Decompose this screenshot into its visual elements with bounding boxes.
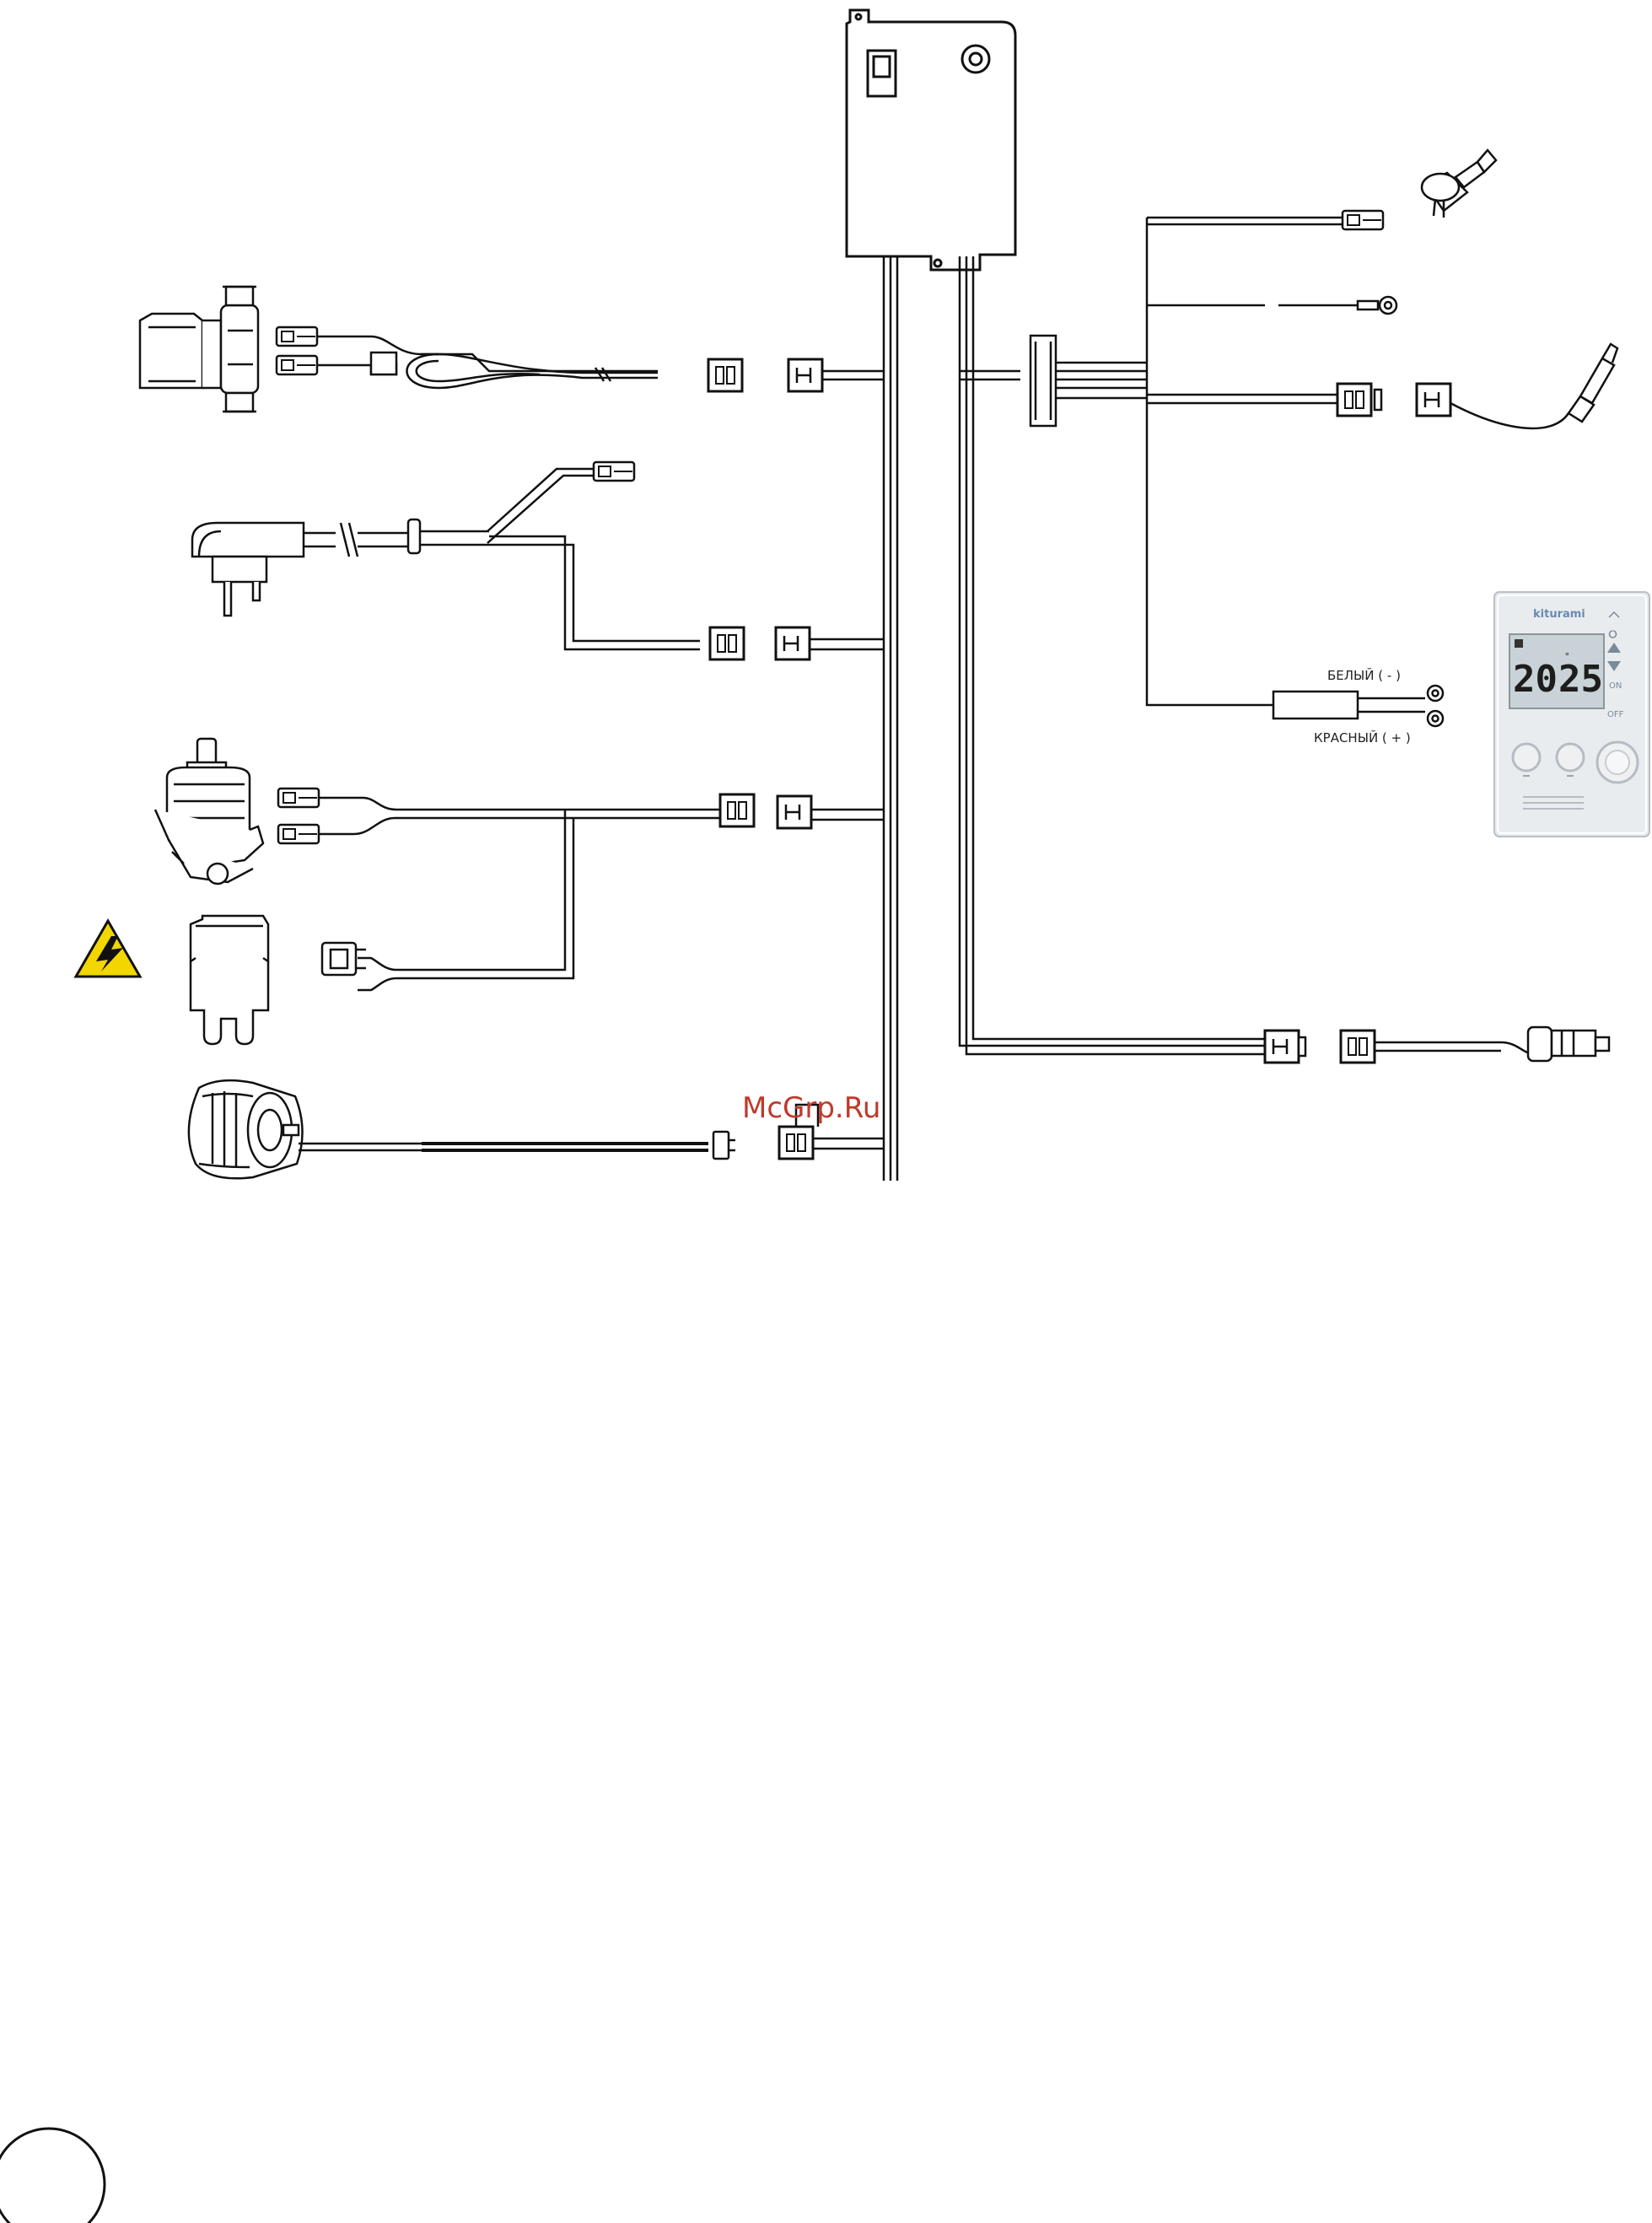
thermostat-button-2[interactable] xyxy=(1557,744,1584,771)
svg-text:°: ° xyxy=(1564,651,1570,662)
display-current-temp: 20 xyxy=(1513,658,1558,701)
flame-sensor xyxy=(1265,1027,1609,1063)
warning-triangle-icon xyxy=(76,921,140,977)
page-number-circle xyxy=(0,2129,105,2223)
red-wire-label: КРАСНЫЙ ( + ) xyxy=(1314,729,1411,745)
thermostat-button-1[interactable] xyxy=(1513,744,1540,771)
circulation-pump xyxy=(140,287,822,412)
ignition-transformer xyxy=(191,916,366,1044)
burner-motor xyxy=(189,1080,813,1178)
room-thermostat[interactable]: kiturami 20 25 ° ON OFF xyxy=(1494,592,1649,837)
harness-taps xyxy=(810,371,1020,1149)
watermark: McGrp.Ru xyxy=(742,1091,880,1125)
side-label-on: ON xyxy=(1609,681,1622,691)
control-box xyxy=(847,10,1015,270)
thermostat-cable xyxy=(1273,686,1443,726)
temperature-sensor xyxy=(1337,344,1617,428)
ring-terminal xyxy=(1358,297,1396,314)
thermostat-brand: kiturami xyxy=(1533,608,1585,621)
white-wire-label: БЕЛЫЙ ( - ) xyxy=(1327,667,1401,683)
display-set-temp: 25 xyxy=(1558,658,1603,701)
pressure-switch xyxy=(1343,150,1496,229)
right-bundle xyxy=(1030,218,1358,705)
power-plug xyxy=(192,462,810,659)
side-label-off: OFF xyxy=(1607,710,1624,719)
